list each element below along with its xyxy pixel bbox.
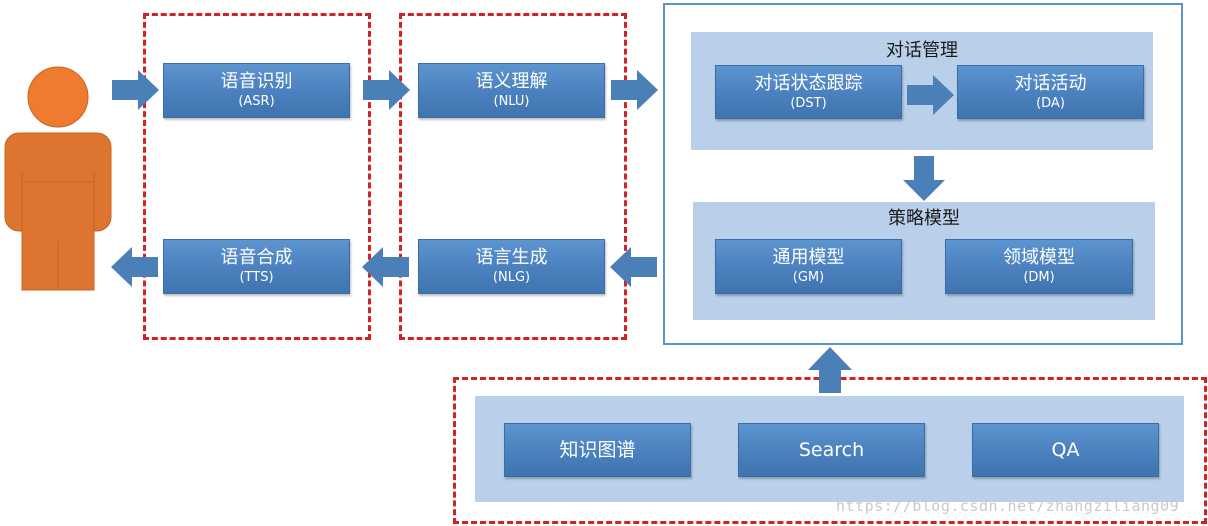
dm-box: 领域模型 (DM) xyxy=(945,239,1133,294)
arrow-left-icon xyxy=(111,247,158,287)
asr-label: 语音识别 xyxy=(220,71,293,92)
gm-code: (GM) xyxy=(792,270,825,285)
dm-code: (DM) xyxy=(1023,270,1055,285)
arrow-right-icon xyxy=(907,75,954,115)
nlg-code: (NLG) xyxy=(492,270,531,285)
knowledge-graph-box: 知识图谱 xyxy=(504,423,691,477)
nlu-code: (NLU) xyxy=(493,94,530,109)
language-group-frame xyxy=(399,13,627,340)
dst-label: 对话状态跟踪 xyxy=(754,72,863,94)
da-code: (DA) xyxy=(1036,95,1065,111)
qa-box: QA xyxy=(972,423,1159,477)
arrow-left-icon xyxy=(362,247,409,287)
tts-label: 语音合成 xyxy=(220,247,293,268)
arrow-right-icon xyxy=(363,70,410,110)
arrow-right-icon xyxy=(611,70,658,110)
nlg-label: 语言生成 xyxy=(475,247,548,268)
watermark-text: https://blog.csdn.net/zhangziliang09 xyxy=(836,497,1180,515)
dialog-management-title: 对话管理 xyxy=(886,40,958,61)
knowledge-graph-label: 知识图谱 xyxy=(559,439,636,461)
dst-code: (DST) xyxy=(790,95,827,111)
nlu-label: 语义理解 xyxy=(475,71,548,92)
asr-box: 语音识别 (ASR) xyxy=(163,63,350,118)
dm-label: 领域模型 xyxy=(1003,247,1075,268)
arrow-right-icon xyxy=(112,70,159,110)
da-label: 对话活动 xyxy=(1014,72,1087,94)
asr-code: (ASR) xyxy=(238,94,275,109)
gm-box: 通用模型 (GM) xyxy=(715,239,902,294)
gm-label: 通用模型 xyxy=(772,247,845,268)
search-label: Search xyxy=(798,439,865,461)
qa-label: QA xyxy=(1051,439,1080,461)
arrow-up-icon xyxy=(808,347,852,393)
search-box: Search xyxy=(738,423,925,477)
nlu-box: 语义理解 (NLU) xyxy=(418,63,605,118)
dst-box: 对话状态跟踪 (DST) xyxy=(715,65,902,119)
nlg-box: 语言生成 (NLG) xyxy=(418,239,605,294)
tts-box: 语音合成 (TTS) xyxy=(163,239,350,294)
tts-code: (TTS) xyxy=(239,270,274,285)
arrow-down-icon xyxy=(903,156,945,201)
speech-group-frame xyxy=(143,13,371,340)
arrow-left-icon xyxy=(610,247,657,287)
policy-model-title: 策略模型 xyxy=(888,208,960,229)
person-figure-icon xyxy=(4,66,112,291)
da-box: 对话活动 (DA) xyxy=(957,65,1144,119)
